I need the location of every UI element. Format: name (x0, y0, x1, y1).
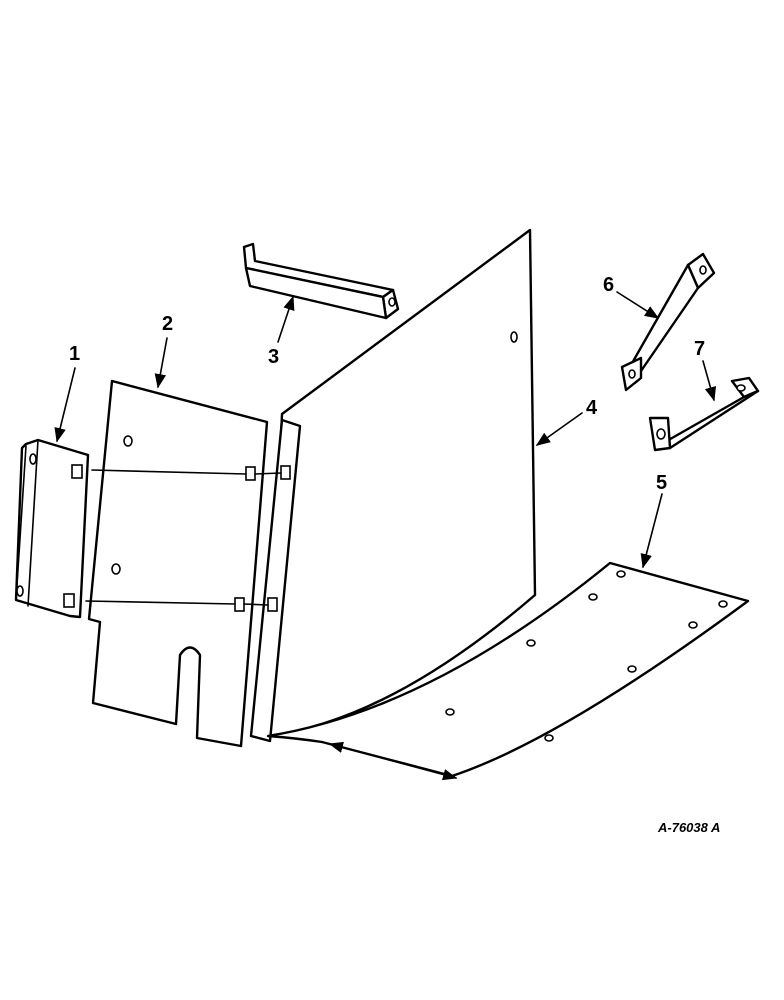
part-3-bracket (242, 242, 400, 320)
callout-arrows (54, 291, 717, 569)
fastener-lines (85, 469, 282, 606)
reference-number: A-76038 A (657, 820, 720, 835)
callout-6: 6 (603, 274, 614, 296)
callout-7: 7 (694, 338, 705, 360)
callout-5: 5 (656, 472, 667, 494)
callout-4: 4 (586, 397, 598, 419)
part-1-bracket (14, 438, 90, 619)
part-5-floor-plate (266, 561, 750, 778)
callout-1: 1 (69, 343, 80, 365)
part-6-strap (620, 252, 716, 392)
edge-arrow (328, 741, 458, 781)
part-2-panel (87, 379, 269, 748)
callout-labels: 1 2 3 4 5 6 7 (69, 274, 705, 494)
part-7-strap (648, 376, 760, 452)
callout-3: 3 (268, 346, 279, 368)
callout-2: 2 (162, 313, 173, 335)
